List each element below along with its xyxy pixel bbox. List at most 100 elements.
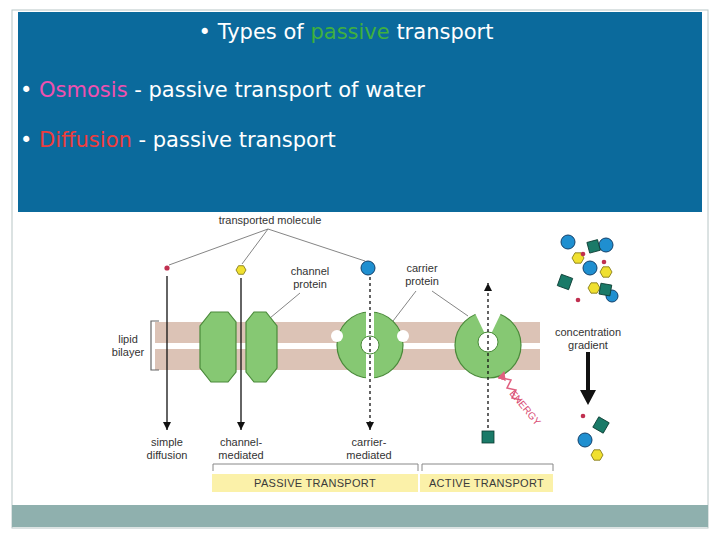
hexagon-molecule (236, 266, 246, 275)
text-run: passive (310, 20, 389, 44)
footer-bar (12, 505, 708, 527)
group-box: ACTIVE TRANSPORT (420, 474, 553, 492)
group-label: ACTIVE TRANSPORT (429, 477, 544, 489)
circle-molecule (361, 261, 375, 275)
text-run: of (284, 20, 304, 44)
part-label: lipid bilayer (106, 333, 150, 358)
text-run: Types (218, 20, 277, 44)
small-molecule (581, 414, 586, 419)
carrier-opening (474, 311, 502, 332)
carrier-notch (397, 330, 409, 342)
circle-molecule (578, 433, 592, 447)
group-box: PASSIVE TRANSPORT (212, 474, 418, 492)
text-run: of (338, 78, 358, 102)
text-run: Osmosis (39, 78, 128, 102)
circle-molecule (561, 235, 575, 249)
text-run (142, 78, 149, 102)
text-run: transport (396, 20, 493, 44)
small-molecule (164, 265, 169, 270)
leader-line (432, 291, 468, 316)
text-run: protein (293, 278, 327, 290)
square-molecule (482, 431, 494, 443)
channel-protein-half (200, 312, 236, 382)
leader-line (169, 229, 268, 265)
text-run: transport (234, 78, 331, 102)
gradient-arrow-head (580, 390, 596, 405)
text-run: diffusion (147, 449, 188, 461)
text-run (277, 20, 284, 44)
transport-arrow (487, 283, 488, 428)
process-label: channel-mediated (212, 436, 270, 461)
text-run: transport (239, 128, 336, 152)
text-run (358, 78, 365, 102)
part-label: transported molecule (205, 214, 335, 227)
bullet-text: • Osmosis - passive transport of water (20, 78, 700, 102)
text-run: concentration (555, 326, 621, 338)
text-run (146, 128, 153, 152)
text-run (390, 20, 397, 44)
leader-line (393, 291, 416, 321)
text-run: water (365, 78, 425, 102)
text-run: • (20, 78, 32, 102)
process-label: simple diffusion (140, 436, 194, 461)
text-run: protein (405, 275, 439, 287)
text-run (274, 214, 277, 226)
gradient-arrow (586, 352, 590, 392)
square-molecule (599, 283, 612, 296)
bullet-text: • Diffusion - passive transport (20, 128, 700, 152)
text-run (32, 128, 39, 152)
text-run (332, 78, 339, 102)
text-run (32, 78, 39, 102)
text-run: passive (153, 128, 232, 152)
text-run: lipid (118, 333, 138, 345)
text-run (132, 128, 139, 152)
slide-title: • Types of passive transport (0, 20, 692, 44)
leader-line (268, 229, 365, 261)
text-run (304, 20, 311, 44)
text-run: bilayer (112, 346, 144, 358)
channel-protein-half (246, 312, 277, 382)
small-molecule (602, 260, 607, 265)
text-run: • (20, 128, 32, 152)
text-run: • (199, 20, 211, 44)
transport-arrow (166, 276, 167, 430)
text-run: gradient (568, 339, 608, 351)
text-run: channel-mediated (218, 436, 263, 461)
leader-line (270, 293, 300, 318)
group-bracket (213, 464, 418, 471)
text-run (211, 20, 218, 44)
small-molecule (576, 298, 581, 303)
hexagon-molecule (591, 450, 603, 460)
text-run: carrier-mediated (346, 436, 391, 461)
text-run: Diffusion (39, 128, 132, 152)
text-run: molecule (277, 214, 321, 226)
text-run (232, 128, 239, 152)
transport-arrow (369, 277, 370, 430)
text-run: - (138, 128, 146, 152)
text-run: passive (149, 78, 228, 102)
text-run (128, 78, 135, 102)
square-molecule (557, 274, 572, 289)
carrier-notch (331, 330, 343, 342)
text-run: simple (151, 436, 183, 448)
square-molecule (587, 240, 600, 253)
text-run: transported (219, 214, 275, 226)
slide-frame (12, 10, 708, 528)
process-label: carrier-mediated (340, 436, 398, 461)
transport-arrow (240, 278, 241, 430)
part-label: carrier protein (398, 262, 446, 287)
leader-line (242, 229, 268, 264)
circle-molecule (599, 238, 613, 252)
hexagon-molecule (588, 283, 600, 293)
bracket (151, 321, 159, 370)
small-molecule (581, 252, 586, 257)
square-molecule (593, 417, 609, 433)
header-panel (18, 12, 702, 212)
group-label: PASSIVE TRANSPORT (254, 477, 376, 489)
text-run: - (134, 78, 142, 102)
part-label: concentration gradient (543, 326, 633, 351)
carrier-protein (455, 312, 521, 378)
text-run (228, 78, 235, 102)
part-label: channel protein (286, 265, 334, 290)
circle-molecule (583, 261, 597, 275)
